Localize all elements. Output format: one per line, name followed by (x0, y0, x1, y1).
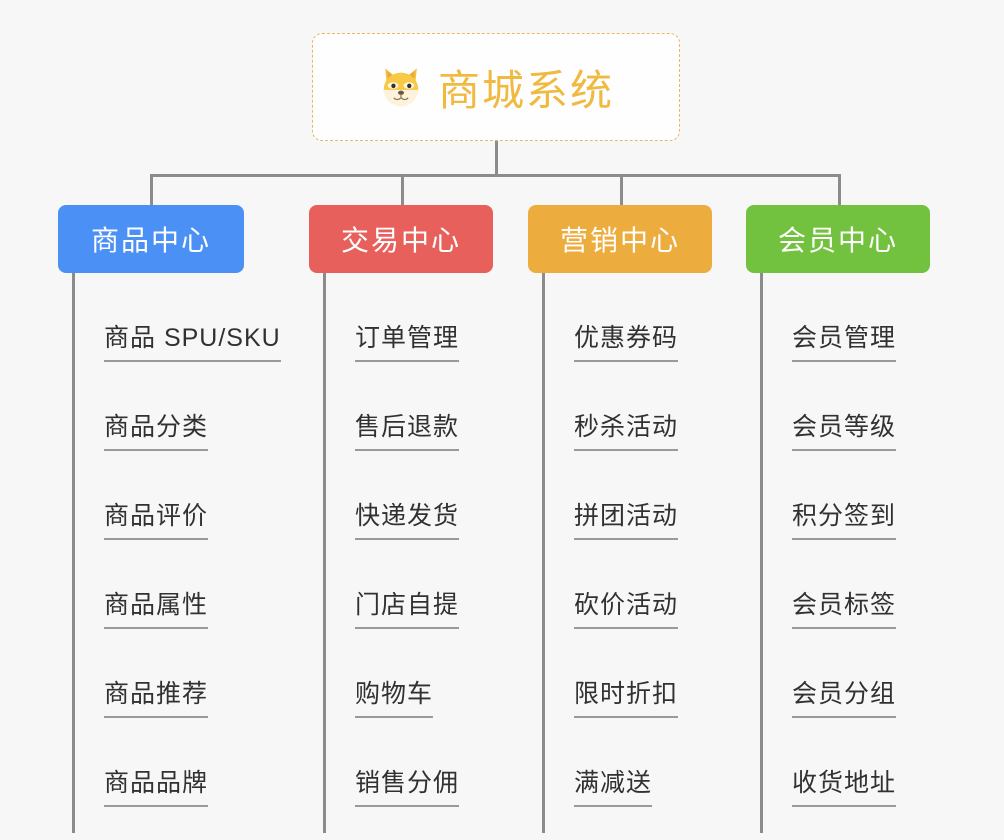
list-item[interactable]: 购物车 (309, 629, 493, 718)
branch-column-product: 商品中心 商品 SPU/SKU 商品分类 商品评价 商品属性 商品推荐 (58, 205, 281, 833)
list-item[interactable]: 限时折扣 (528, 629, 712, 718)
list-item[interactable]: 商品分类 (58, 362, 244, 451)
leaf-list-marketing: 优惠券码 秒杀活动 拼团活动 砍价活动 限时折扣 满减送 (528, 273, 712, 807)
list-item[interactable]: 快递发货 (309, 451, 493, 540)
branch-header-trade[interactable]: 交易中心 (309, 205, 493, 273)
leaf-label: 快递发货 (355, 496, 460, 540)
branch-header-label: 会员中心 (777, 225, 898, 256)
leaf-label: 砍价活动 (574, 585, 679, 629)
branch-header-label: 交易中心 (340, 225, 461, 256)
branch-column-member: 会员中心 会员管理 会员等级 积分签到 会员标签 会员分组 (746, 205, 930, 833)
list-item[interactable]: 收货地址 (746, 718, 930, 807)
connector-drop-branch-1 (150, 174, 153, 207)
list-item[interactable]: 商品评价 (58, 451, 244, 540)
list-item[interactable]: 砍价活动 (528, 540, 712, 629)
list-item[interactable]: 秒杀活动 (528, 362, 712, 451)
list-item[interactable]: 优惠券码 (528, 273, 712, 362)
root-title: 商城系统 (437, 66, 614, 114)
leaf-label: 会员标签 (792, 585, 897, 629)
leaf-label: 秒杀活动 (574, 407, 679, 451)
branch-body-product: 商品 SPU/SKU 商品分类 商品评价 商品属性 商品推荐 商品品牌 (58, 273, 281, 833)
branch-header-label: 商品中心 (90, 225, 211, 256)
list-item[interactable]: 商品推荐 (58, 629, 244, 718)
branch-spine (72, 273, 75, 833)
leaf-label: 优惠券码 (574, 318, 679, 362)
branch-spine (323, 273, 326, 833)
branch-header-marketing[interactable]: 营销中心 (528, 205, 712, 273)
leaf-label: 商品评价 (104, 496, 209, 540)
list-item[interactable]: 门店自提 (309, 540, 493, 629)
leaf-label: 购物车 (355, 674, 434, 718)
list-item[interactable]: 拼团活动 (528, 451, 712, 540)
leaf-label: 商品属性 (104, 585, 209, 629)
leaf-list-member: 会员管理 会员等级 积分签到 会员标签 会员分组 收货地址 (746, 273, 930, 807)
leaf-label: 商品 SPU/SKU (104, 318, 281, 362)
leaf-label: 会员分组 (792, 674, 897, 718)
branch-header-member[interactable]: 会员中心 (746, 205, 930, 273)
branch-column-marketing: 营销中心 优惠券码 秒杀活动 拼团活动 砍价活动 限时折扣 (528, 205, 712, 833)
branch-body-trade: 订单管理 售后退款 快递发货 门店自提 购物车 销售分佣 (309, 273, 493, 833)
leaf-label: 拼团活动 (574, 496, 679, 540)
leaf-label: 商品分类 (104, 407, 209, 451)
connector-drop-branch-4 (838, 174, 841, 207)
branch-spine (760, 273, 763, 833)
leaf-label: 门店自提 (355, 585, 460, 629)
list-item[interactable]: 售后退款 (309, 362, 493, 451)
list-item[interactable]: 会员分组 (746, 629, 930, 718)
leaf-label: 售后退款 (355, 407, 460, 451)
leaf-label: 订单管理 (355, 318, 460, 362)
leaf-label: 会员等级 (792, 407, 897, 451)
list-item[interactable]: 会员等级 (746, 362, 930, 451)
branch-body-member: 会员管理 会员等级 积分签到 会员标签 会员分组 收货地址 (746, 273, 930, 833)
leaf-label: 会员管理 (792, 318, 897, 362)
connector-drop-branch-2 (401, 174, 404, 207)
branch-header-label: 营销中心 (559, 225, 680, 256)
root-node-mall-system[interactable]: 商城系统 (312, 33, 680, 141)
leaf-label: 商品品牌 (104, 763, 209, 807)
leaf-list-product: 商品 SPU/SKU 商品分类 商品评价 商品属性 商品推荐 商品品牌 (58, 273, 281, 807)
list-item[interactable]: 会员标签 (746, 540, 930, 629)
connector-horizontal-bus (150, 174, 840, 177)
leaf-list-trade: 订单管理 售后退款 快递发货 门店自提 购物车 销售分佣 (309, 273, 493, 807)
branch-body-marketing: 优惠券码 秒杀活动 拼团活动 砍价活动 限时折扣 满减送 (528, 273, 712, 833)
list-item[interactable]: 满减送 (528, 718, 712, 807)
leaf-label: 商品推荐 (104, 674, 209, 718)
list-item[interactable]: 商品品牌 (58, 718, 244, 807)
connector-root-stem (495, 141, 498, 177)
shiba-inu-dog-icon (378, 64, 424, 110)
branch-column-trade: 交易中心 订单管理 售后退款 快递发货 门店自提 购物车 (309, 205, 493, 833)
branch-header-product[interactable]: 商品中心 (58, 205, 244, 273)
leaf-label: 销售分佣 (355, 763, 460, 807)
list-item[interactable]: 会员管理 (746, 273, 930, 362)
list-item[interactable]: 商品 SPU/SKU (58, 273, 281, 362)
branch-spine (542, 273, 545, 833)
leaf-label: 满减送 (574, 763, 653, 807)
list-item[interactable]: 订单管理 (309, 273, 493, 362)
list-item[interactable]: 商品属性 (58, 540, 244, 629)
leaf-label: 限时折扣 (574, 674, 679, 718)
list-item[interactable]: 积分签到 (746, 451, 930, 540)
leaf-label: 积分签到 (792, 496, 897, 540)
list-item[interactable]: 销售分佣 (309, 718, 493, 807)
leaf-label: 收货地址 (792, 763, 897, 807)
connector-drop-branch-3 (620, 174, 623, 207)
